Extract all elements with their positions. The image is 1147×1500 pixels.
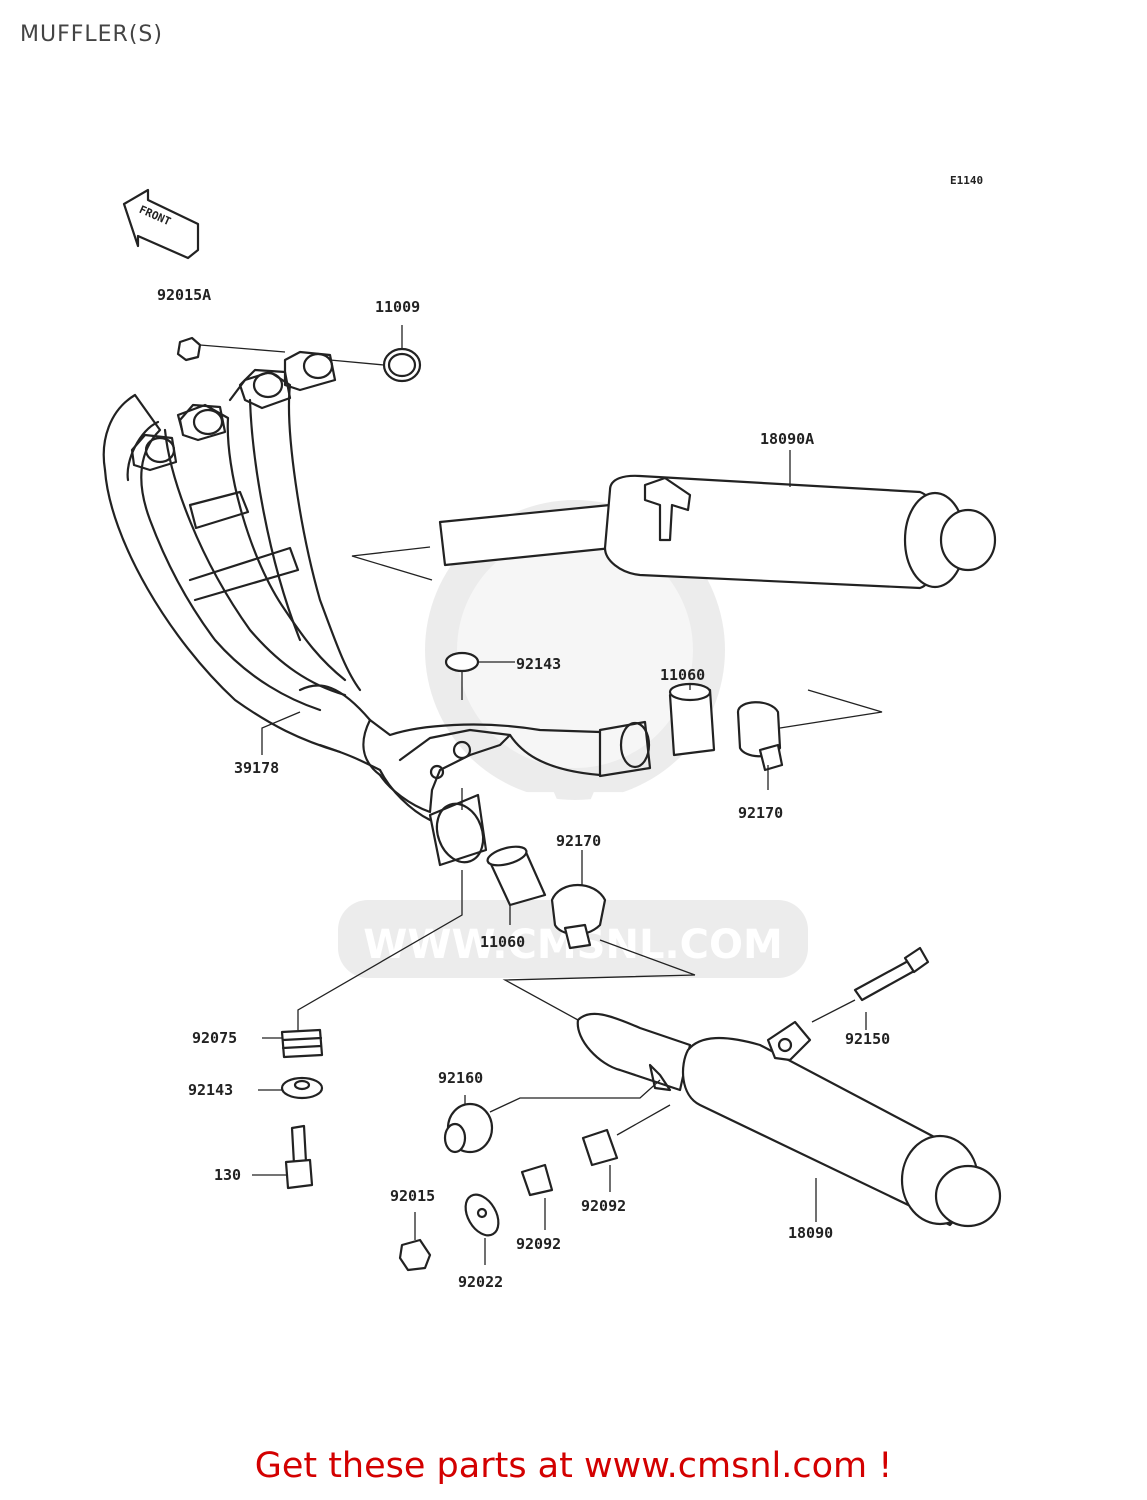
collar-92092-left [520,1163,554,1197]
part-label-92143-top[interactable]: 92143 [516,655,561,673]
damper-92075 [280,1028,324,1059]
part-label-11060-right[interactable]: 11060 [660,666,705,684]
nut-92015a [176,336,202,362]
damper-92160 [443,1102,494,1154]
bolt-130 [284,1124,314,1190]
muffler-18090 [576,1012,1002,1228]
clamp-92170-mid [550,884,607,950]
damper-92143-top [444,651,480,673]
washer-92022 [464,1193,500,1237]
diagram-code: E1140 [950,174,983,187]
part-label-92170-right[interactable]: 92170 [738,804,783,822]
collar-92092-right [581,1128,619,1167]
page-title: MUFFLER(S) [20,22,163,47]
bolt-92150 [853,946,930,1002]
part-label-11060-mid[interactable]: 11060 [480,933,525,951]
part-label-92160[interactable]: 92160 [438,1069,483,1087]
part-label-92143-bottom[interactable]: 92143 [188,1081,233,1099]
footer-shop-link[interactable]: Get these parts at www.cmsnl.com ! [254,1446,893,1486]
part-label-92015[interactable]: 92015 [390,1187,435,1205]
gasket-11060-mid [486,845,547,907]
part-label-92015a[interactable]: 92015A [157,286,211,304]
part-label-11009[interactable]: 11009 [375,298,420,316]
exhaust-header-pipes [102,350,652,867]
part-label-92170-mid[interactable]: 92170 [556,832,601,850]
collar-92143-bottom [280,1076,324,1100]
nut-92015 [398,1238,432,1272]
muffler-18090a [351,474,997,590]
part-label-18090a[interactable]: 18090A [760,430,814,448]
part-label-92075[interactable]: 92075 [192,1029,237,1047]
part-label-39178[interactable]: 39178 [234,759,279,777]
part-label-92022[interactable]: 92022 [458,1273,503,1291]
part-label-92092-left[interactable]: 92092 [516,1235,561,1253]
part-label-130[interactable]: 130 [214,1166,241,1184]
gasket-11060-right [668,682,716,757]
clamp-92170-right [736,701,784,772]
part-label-92092-right[interactable]: 92092 [581,1197,626,1215]
parts-diagram: CMS WWW.CMSNL.COM FRONT E1140 [102,174,1002,1291]
gasket-11009 [382,347,422,383]
part-label-18090[interactable]: 18090 [788,1224,833,1242]
leader-lines [199,325,883,1265]
part-label-92150[interactable]: 92150 [845,1030,890,1048]
front-arrow-icon: FRONT [122,188,200,260]
